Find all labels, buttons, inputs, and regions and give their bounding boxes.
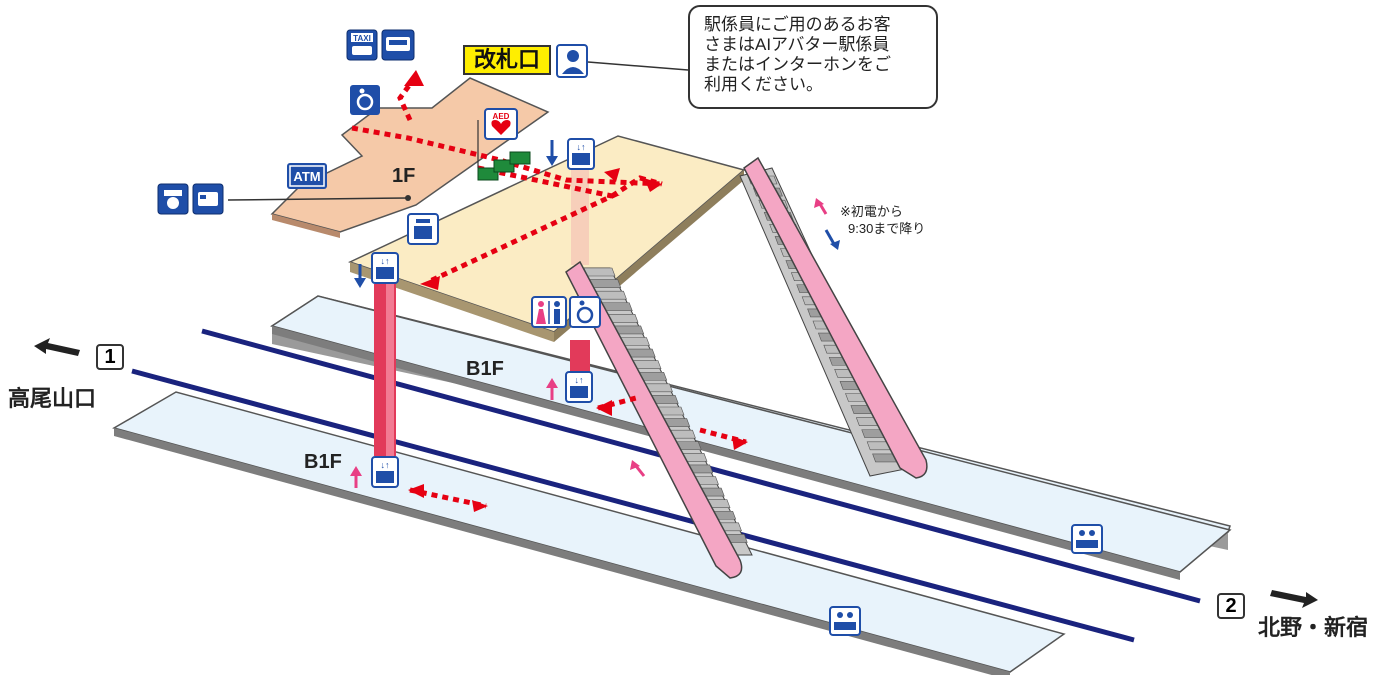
floor-label-b1f-front: B1F: [304, 451, 342, 473]
svg-text:ATM: ATM: [293, 169, 320, 184]
svg-text:AED: AED: [493, 112, 510, 121]
elevator-icon-right-b1f: ↓↑: [565, 371, 593, 403]
direction-number-right: 2: [1217, 593, 1245, 619]
stair-step: [589, 279, 622, 288]
svg-text:↓↑: ↓↑: [381, 460, 390, 470]
callout-leader: [587, 61, 689, 71]
platform-front-edge: [114, 428, 1010, 675]
stair-step: [583, 267, 616, 277]
elevator-arrows: [350, 140, 558, 488]
destination-right: 北野・新宿: [1258, 615, 1369, 640]
escalator-note: ※初電から 9:30まで降り: [840, 203, 925, 237]
atm-icon: ATM: [287, 163, 327, 189]
floor-label-b1f-back: B1F: [466, 358, 504, 380]
arrow-right-direction: [1270, 590, 1318, 608]
taxi-icon: TAXI: [346, 29, 378, 61]
svg-text:TAXI: TAXI: [353, 34, 371, 43]
callout-line: またはインターホンをご: [704, 55, 891, 74]
route-arrowheads: [404, 70, 748, 512]
escalator-note-line: 9:30まで降り: [848, 221, 926, 236]
svg-text:↓↑: ↓↑: [577, 142, 586, 152]
concourse-edge: [350, 262, 554, 342]
wheelchair-restroom-icon: [569, 296, 601, 328]
floor-label-1f: 1F: [392, 165, 415, 187]
waiting-icon-front: [829, 606, 861, 636]
aed-icon: AED: [484, 108, 518, 140]
police-leader-dot: [405, 195, 411, 201]
callout-bubble: 駅係員にご用のあるお客 さまはAIアバター駅係員 またはインターホンをご 利用く…: [688, 5, 938, 109]
elevator-icon-left-top: ↓↑: [371, 252, 399, 284]
elevator-icon-concourse: ↓↑: [567, 138, 595, 170]
floor-1f-edge: [272, 214, 340, 238]
staff-icon: [157, 183, 189, 215]
arrow-left-direction: [34, 338, 80, 356]
callout-line: 利用ください。: [704, 75, 823, 94]
wheelchair-icon: [350, 85, 380, 115]
svg-text:↓↑: ↓↑: [575, 375, 584, 385]
elevator-shaft-left-highlight: [386, 284, 394, 456]
callout-line: 駅係員にご用のあるお客: [704, 15, 891, 34]
ticket-gates: [477, 151, 531, 181]
stairs-back: [739, 156, 928, 479]
track-front: [131, 368, 1135, 643]
callout-line: さまはAIアバター駅係員: [704, 35, 890, 54]
waiting-icon-back: [1071, 524, 1103, 554]
locker-icon: [407, 213, 439, 245]
restroom-icon: [531, 296, 567, 328]
escalator-arrows: [630, 198, 840, 477]
escalator-note-line: ※初電から: [840, 204, 903, 219]
card-icon: [192, 183, 224, 215]
elevator-shaft-upper: [571, 170, 589, 265]
police-leader: [227, 197, 409, 201]
ticket-gate-label: 改札口: [463, 45, 551, 75]
elevator-shaft-right: [570, 340, 590, 372]
ai-staff-icon: [556, 44, 588, 78]
svg-text:↓↑: ↓↑: [381, 256, 390, 266]
destination-left: 高尾山口: [8, 386, 97, 411]
platform-back-edge: [272, 326, 1180, 580]
elevator-icon-left-b1f: ↓↑: [371, 456, 399, 488]
stairs-front: [565, 260, 753, 579]
direction-number-left: 1: [96, 344, 124, 370]
bus-icon: [381, 29, 415, 61]
